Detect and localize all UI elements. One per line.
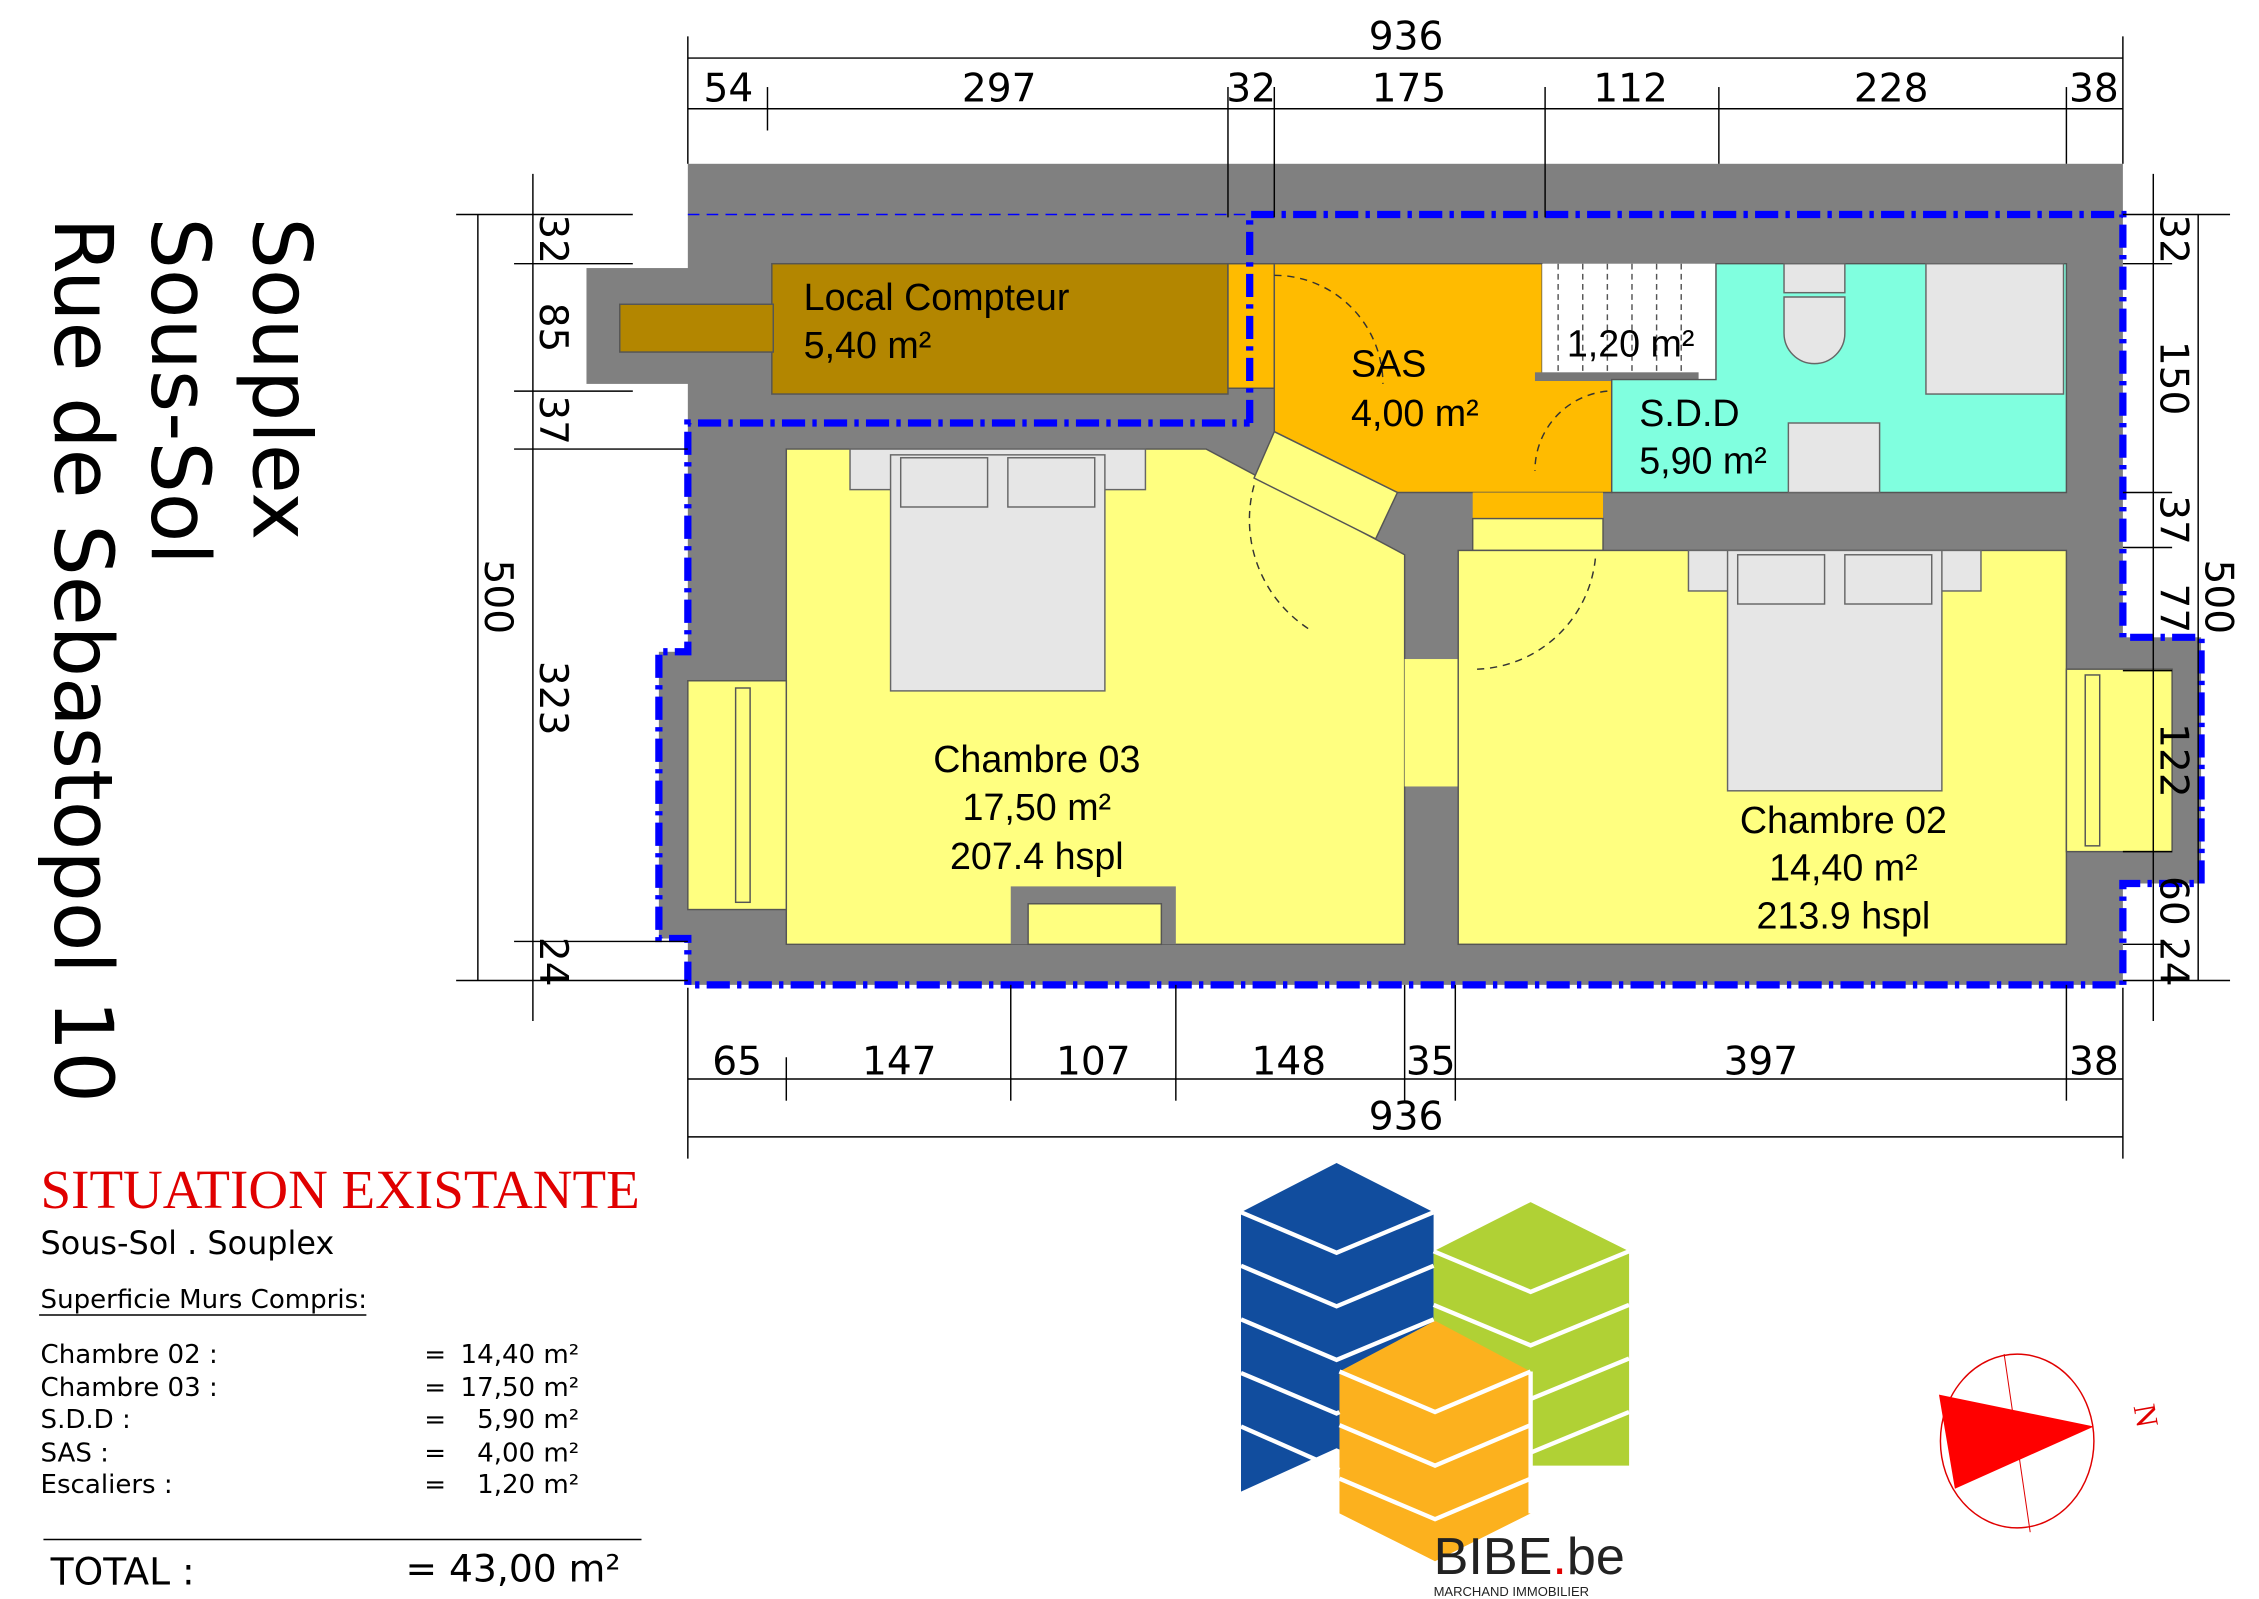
local-compteur-area: 5,40 m²: [804, 324, 932, 366]
dim-top: 38: [2069, 67, 2119, 112]
legend-section: Superficie Murs Compris:: [41, 1285, 367, 1315]
room-sdd[interactable]: S.D.D 5,90 m²: [1610, 262, 2068, 494]
dim-left: 37: [530, 395, 575, 445]
legend-row-eq: =: [424, 1373, 446, 1403]
dim-top: 54: [704, 67, 754, 112]
dim-top: 297: [962, 67, 1037, 112]
legend: SITUATION EXISTANTE Sous-Sol . Souplex S…: [39, 1159, 642, 1593]
dim-top: 228: [1854, 67, 1929, 112]
side-title-line-1: Souplex: [233, 217, 327, 540]
sas-area: 4,00 m²: [1351, 392, 1479, 434]
dim-top: 175: [1372, 67, 1447, 112]
dim-top-total: 936: [1369, 14, 1444, 59]
chambre-03-height: 207.4 hspl: [950, 835, 1124, 877]
sdd-area: 5,90 m²: [1639, 440, 1767, 482]
chambre-02-height: 213.9 hspl: [1757, 894, 1931, 936]
dim-right: 122: [2151, 723, 2196, 798]
dim-right: 150: [2151, 341, 2196, 416]
dim-bottom: 38: [2069, 1040, 2119, 1085]
dim-left: 323: [530, 661, 575, 736]
side-title-line-2: Sous-Sol: [132, 217, 226, 565]
legend-row-label: SAS :: [41, 1438, 109, 1468]
room-local-compteur[interactable]: Local Compteur 5,40 m²: [619, 262, 1276, 395]
side-title-line-3: Rue de Sebastopol 10: [35, 217, 129, 1103]
legend-row-value: 4,00 m²: [477, 1438, 579, 1468]
legend-row-value: 1,20 m²: [477, 1470, 579, 1500]
dim-bottom: 107: [1056, 1040, 1131, 1085]
chambre-03-area: 17,50 m²: [963, 786, 1112, 828]
stairs-area: 1,20 m²: [1567, 322, 1695, 364]
dim-top: 112: [1593, 67, 1668, 112]
legend-row: S.D.D : = 5,90 m²: [41, 1405, 580, 1435]
logo-tagline: MARCHAND IMMOBILIER: [1434, 1584, 1589, 1599]
chambre-02-area: 14,40 m²: [1769, 847, 1918, 889]
bed-icon: [849, 448, 1147, 692]
bed-icon: [1687, 549, 1982, 792]
legend-row-eq: =: [424, 1470, 446, 1500]
bibe-logo: BIBE.be MARCHAND IMMOBILIER: [1240, 1162, 1630, 1599]
legend-row-value: 17,50 m²: [461, 1373, 580, 1403]
dim-right: 60: [2151, 876, 2196, 926]
dim-bottom: 148: [1251, 1040, 1326, 1085]
legend-row-eq: =: [424, 1438, 446, 1468]
legend-row: Chambre 03 : = 17,50 m²: [41, 1373, 580, 1403]
side-title: Souplex Sous-Sol Rue de Sebastopol 10: [35, 217, 327, 1103]
dim-bottom: 35: [1406, 1040, 1456, 1085]
dim-top: 32: [1226, 67, 1276, 112]
room-chambre-02[interactable]: Chambre 02 14,40 m² 213.9 hspl: [1457, 549, 2173, 946]
sdd-name: S.D.D: [1639, 392, 1739, 434]
legend-row-eq: =: [424, 1340, 446, 1370]
legend-row-label: S.D.D :: [41, 1405, 131, 1435]
legend-row-label: Chambre 03 :: [41, 1373, 218, 1403]
logo-wordmark: BIBE.be: [1434, 1528, 1625, 1586]
legend-total-value: = 43,00 m²: [405, 1546, 620, 1590]
legend-row-value: 14,40 m²: [461, 1340, 580, 1370]
sas-name: SAS: [1351, 343, 1426, 385]
compass-north-label: N: [2127, 1401, 2165, 1430]
dim-left: 85: [530, 303, 575, 353]
sink-icon: [1787, 422, 1881, 494]
dim-bottom-total: 936: [1369, 1095, 1444, 1140]
room-sas[interactable]: SAS 4,00 m²: [1273, 262, 1613, 552]
legend-row: SAS : = 4,00 m²: [41, 1438, 580, 1468]
chambre-02-name: Chambre 02: [1740, 799, 1947, 841]
shower-icon: [1925, 262, 2065, 395]
dim-bottom: 397: [1724, 1040, 1799, 1085]
legend-total-label: TOTAL :: [50, 1549, 195, 1593]
dim-right: 24: [2151, 937, 2196, 987]
dim-right: 32: [2151, 214, 2196, 264]
chambre-03-name: Chambre 03: [933, 738, 1140, 780]
dim-left-total: 500: [475, 559, 520, 634]
dim-left: 24: [530, 937, 575, 987]
dim-bottom: 147: [862, 1040, 937, 1085]
dim-bottom: 65: [712, 1040, 762, 1085]
dimension-lines: [456, 36, 2231, 1159]
legend-subheading: Sous-Sol . Souplex: [41, 1224, 335, 1262]
legend-row-eq: =: [424, 1405, 446, 1435]
legend-row: Chambre 02 : = 14,40 m²: [41, 1340, 580, 1370]
toilet-icon: [1783, 262, 1846, 294]
dimension-labels: 936 54 297 32 175 112 228 38 65 147 107 …: [475, 14, 2240, 1139]
legend-row-label: Chambre 02 :: [41, 1340, 218, 1370]
stairs[interactable]: 1,20 m²: [1534, 263, 1716, 382]
dim-right-total: 500: [2195, 559, 2240, 634]
north-arrow-icon: N: [1938, 1353, 2165, 1533]
dim-right: 77: [2151, 583, 2196, 633]
local-compteur-name: Local Compteur: [804, 276, 1070, 318]
surface-boundary: [655, 210, 2205, 989]
legend-row-value: 5,90 m²: [477, 1405, 579, 1435]
legend-heading: SITUATION EXISTANTE: [41, 1159, 640, 1220]
dim-right: 37: [2151, 495, 2196, 545]
legend-row: Escaliers : = 1,20 m²: [41, 1470, 580, 1500]
legend-row-label: Escaliers :: [41, 1470, 173, 1500]
room-chambre-03[interactable]: Chambre 03 17,50 m² 207.4 hspl: [687, 430, 1459, 946]
dim-left: 32: [530, 214, 575, 264]
